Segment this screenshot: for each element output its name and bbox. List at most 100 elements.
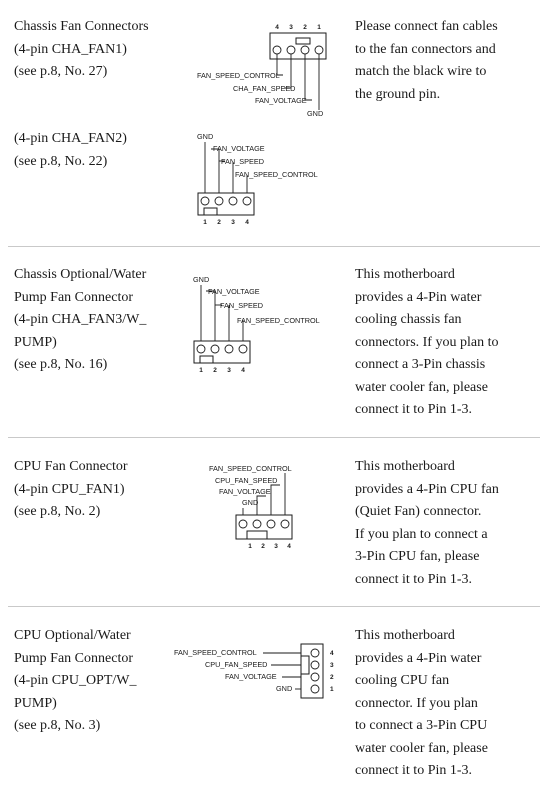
connector-pin — [224, 344, 234, 354]
pin-label: FAN_SPEED — [221, 157, 264, 166]
pin-label: FAN_SPEED_CONTROL — [209, 464, 292, 473]
section-cpu-water-pump: CPU Optional/Water Pump Fan Connector (4… — [0, 607, 540, 795]
connector-pin — [310, 672, 320, 682]
pin-label: FAN_VOLTAGE — [219, 487, 271, 496]
connector-pin — [228, 196, 238, 206]
description-line: This motherboard — [355, 267, 455, 282]
description-line: the ground pin. — [355, 86, 441, 102]
pin-label: FAN_SPEED_CONTROL — [174, 648, 257, 657]
connector-pin — [238, 344, 248, 354]
connector-housing — [269, 32, 327, 60]
connector-key — [199, 355, 214, 364]
wire — [206, 290, 216, 341]
description-line: cooling chassis fan — [355, 312, 462, 327]
section-description: This motherboard provides a 4-Pin water … — [355, 264, 535, 422]
connector-pin — [310, 660, 320, 670]
title-line: (see p.8, No. 22) — [14, 153, 108, 169]
pin-label: FAN_VOLTAGE — [225, 672, 277, 681]
section-description: This motherboard provides a 4-Pin CPU fa… — [355, 456, 535, 591]
pin-number: 3 — [227, 367, 231, 374]
pin-number: 3 — [274, 543, 278, 550]
title-line: (4-pin CHA_FAN1) — [14, 41, 127, 57]
description-line: water cooler fan, please — [355, 379, 488, 395]
pin-number: 3 — [231, 219, 235, 226]
pin-number: 2 — [303, 24, 307, 31]
connector-pin — [280, 519, 290, 529]
pin-label: GND — [242, 498, 258, 507]
title-line: Chassis Fan Connectors — [14, 19, 149, 34]
pin-number: 1 — [330, 686, 334, 693]
connector-pin — [200, 196, 210, 206]
section-title-cha-fan1: Chassis Fan Connectors (4-pin CHA_FAN1) … — [14, 16, 179, 84]
description-line: connect it to Pin 1-3. — [355, 763, 473, 778]
pin-label: FAN_VOLTAGE — [213, 144, 265, 153]
pin-label: GND — [276, 684, 292, 693]
pin-label: FAN_VOLTAGE — [255, 96, 307, 105]
description-line: (Quiet Fan) connector. — [355, 504, 482, 519]
wire — [284, 54, 292, 89]
title-line: (4-pin CHA_FAN3/W_ — [14, 312, 147, 327]
section-chassis-fan: Chassis Fan Connectors (4-pin CHA_FAN1) … — [0, 0, 540, 246]
cha-fan1-pinout-diagram: 4 3 2 1 FAN_SPEED_CONTROL CHA_FAN_SPEED … — [197, 24, 327, 118]
section-title: CPU Fan Connector (4-pin CPU_FAN1) (see … — [14, 456, 179, 524]
connector-pin — [310, 648, 320, 658]
pin-number: 4 — [330, 650, 334, 657]
wire — [270, 484, 280, 518]
title-line: PUMP) — [14, 695, 57, 711]
connector-pin — [210, 344, 220, 354]
title-line: (4-pin CHA_FAN2) — [14, 131, 127, 146]
cha-fan3-pinout-diagram: GND FAN_VOLTAGE FAN_SPEED FAN_SPEED_CONT… — [193, 275, 320, 374]
description-line: If you plan to connect a — [355, 526, 488, 542]
connector-pin — [314, 45, 324, 55]
title-line: (see p.8, No. 2) — [14, 504, 101, 519]
title-line: Pump Fan Connector — [14, 289, 133, 305]
pin-label: FAN_SPEED_CONTROL — [237, 316, 320, 325]
pin-label: FAN_SPEED_CONTROL — [197, 71, 280, 80]
pin-number: 4 — [287, 543, 291, 550]
pin-number: 4 — [245, 219, 249, 226]
pin-number: 1 — [199, 367, 203, 374]
pin-label: GND — [193, 275, 209, 284]
section-description: This motherboard provides a 4-Pin water … — [355, 625, 535, 783]
title-line: (see p.8, No. 16) — [14, 357, 108, 372]
section-divider — [8, 437, 540, 438]
pin-label: FAN_VOLTAGE — [208, 287, 260, 296]
cpu-opt-pinout-diagram: FAN_SPEED_CONTROL CPU_FAN_SPEED FAN_VOLT… — [174, 643, 334, 699]
description-line: provides a 4-Pin water — [355, 289, 482, 305]
title-line: CPU Fan Connector — [14, 459, 128, 474]
cpu-fan1-pinout-diagram: FAN_SPEED_CONTROL CPU_FAN_SPEED FAN_VOLT… — [209, 464, 293, 550]
description-line: connect a 3-Pin chassis — [355, 357, 486, 372]
description-line: 3-Pin CPU fan, please — [355, 549, 480, 564]
description-line: to connect a 3-Pin CPU — [355, 718, 488, 733]
pin-label: CPU_FAN_SPEED — [205, 660, 267, 669]
pin-label: FAN_SPEED — [220, 301, 263, 310]
section-title: Chassis Optional/Water Pump Fan Connecto… — [14, 264, 179, 377]
pin-label: FAN_SPEED_CONTROL — [235, 170, 318, 179]
pin-number: 2 — [261, 543, 265, 550]
title-line: (4-pin CPU_FAN1) — [14, 481, 125, 497]
connector-pin — [214, 196, 224, 206]
connector-pin — [238, 519, 248, 529]
section-description: Please connect fan cables to the fan con… — [355, 16, 535, 106]
wire — [276, 54, 283, 76]
section-divider — [8, 246, 540, 247]
pin-number: 4 — [275, 24, 279, 31]
section-cpu-fan: CPU Fan Connector (4-pin CPU_FAN1) (see … — [0, 438, 540, 606]
wire — [211, 148, 220, 193]
description-line: This motherboard — [355, 459, 455, 474]
wire — [256, 495, 266, 518]
cha-fan2-pinout-diagram: GND FAN_VOLTAGE FAN_SPEED FAN_SPEED_CONT… — [197, 132, 318, 226]
title-line: PUMP) — [14, 334, 57, 350]
section-divider — [8, 606, 540, 607]
pin-number: 1 — [203, 219, 207, 226]
pin-number: 3 — [289, 24, 293, 31]
description-line: connect it to Pin 1-3. — [355, 402, 473, 417]
connector-pin — [266, 519, 276, 529]
connector-pin — [196, 344, 206, 354]
title-line: (4-pin CPU_OPT/W_ — [14, 673, 137, 688]
connector-key — [246, 530, 268, 540]
description-line: water cooler fan, please — [355, 740, 488, 756]
description-line: provides a 4-Pin water — [355, 650, 482, 666]
connector-pin — [300, 45, 310, 55]
connector-key — [203, 207, 218, 216]
